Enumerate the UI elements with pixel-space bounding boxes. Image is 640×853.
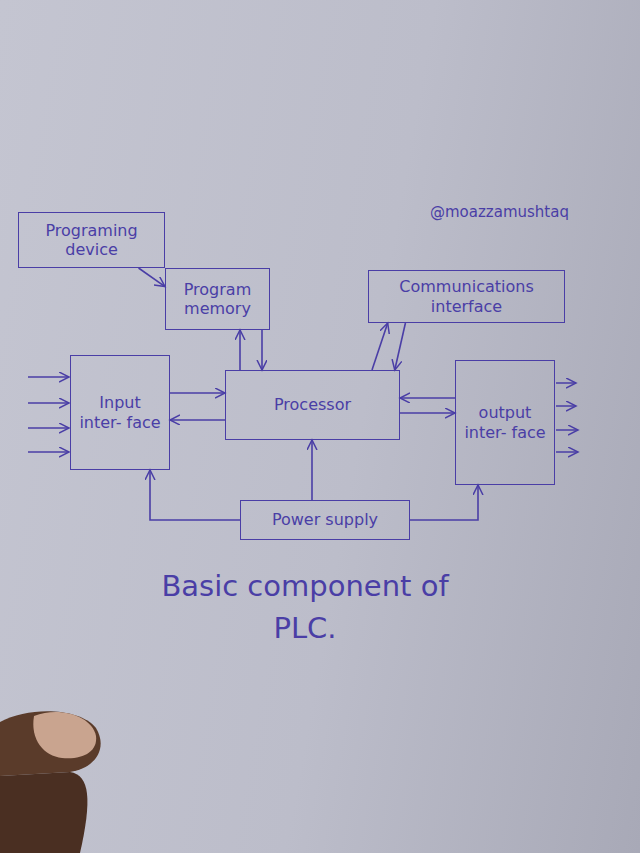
- finger: [0, 711, 101, 853]
- box-label: output inter- face: [462, 403, 548, 441]
- device-box: Programing device: [18, 212, 165, 268]
- processor-box: Processor: [225, 370, 400, 440]
- box-label: Input inter- face: [77, 393, 163, 431]
- caption: Basic component of PLC.: [135, 565, 475, 649]
- interface-box: Input inter- face: [70, 355, 170, 470]
- watermark: @moazzamushtaq: [430, 203, 569, 221]
- box-label: Programing device: [25, 221, 158, 259]
- connector-arrow: [150, 470, 240, 520]
- connector-arrow: [372, 323, 388, 370]
- box-label: Power supply: [272, 510, 378, 529]
- interface-box: Communications interface: [368, 270, 565, 323]
- connector-arrow: [170, 419, 225, 421]
- connector-arrow: [139, 268, 165, 287]
- connector-arrow: [311, 440, 313, 500]
- box-label: Program memory: [172, 280, 263, 318]
- memory-box: Program memory: [165, 268, 270, 330]
- connector-arrow: [400, 397, 455, 399]
- box-label: Processor: [274, 395, 351, 414]
- interface-box: output inter- face: [455, 360, 555, 485]
- connector-arrow: [261, 330, 263, 370]
- connector-arrow: [239, 330, 241, 370]
- connector-arrow: [410, 485, 478, 520]
- output-signal-arrows: [556, 383, 578, 452]
- box-label: Communications interface: [375, 277, 558, 315]
- connector-arrow: [395, 323, 406, 370]
- connector-arrow: [170, 392, 225, 394]
- power-box: Power supply: [240, 500, 410, 540]
- input-signal-arrows: [28, 377, 69, 452]
- connector-arrow: [400, 412, 455, 414]
